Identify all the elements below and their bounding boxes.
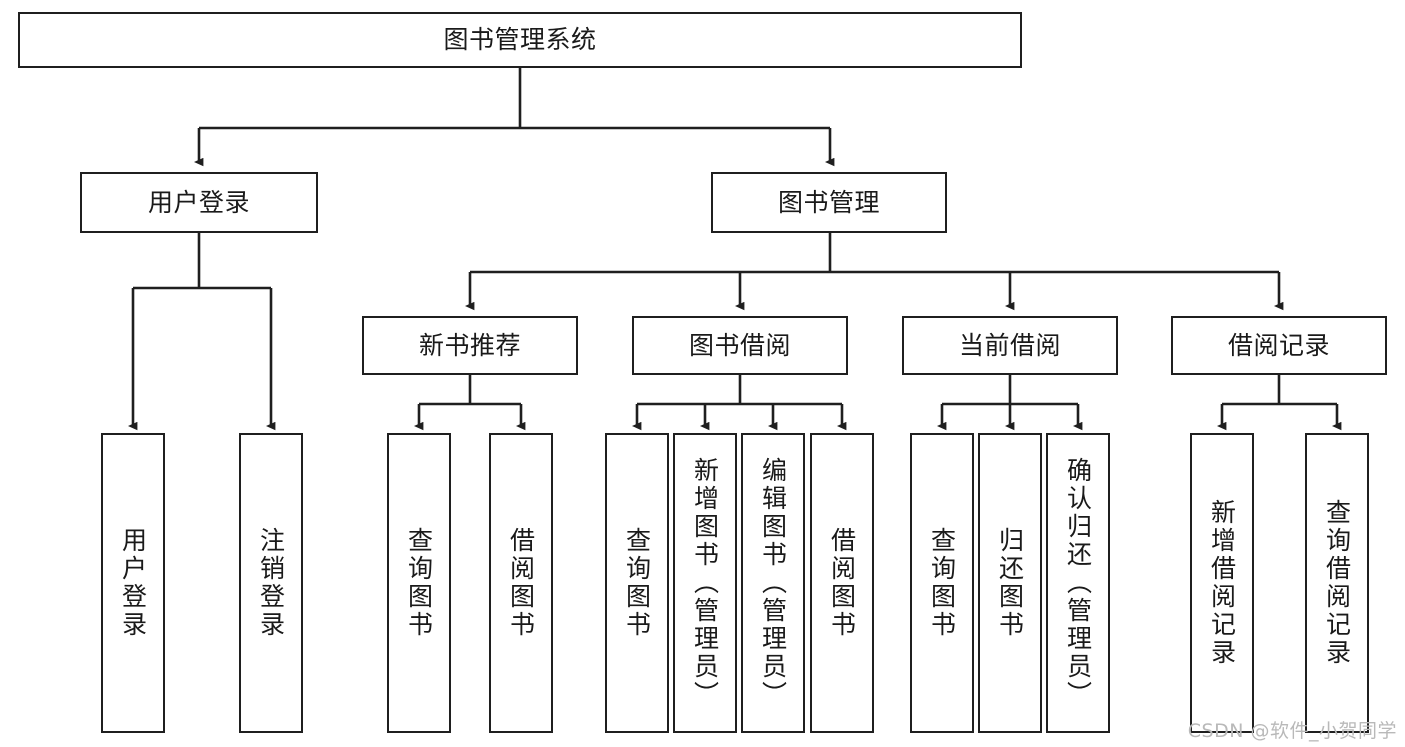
node-book-management[interactable]: 图书管理 bbox=[711, 172, 947, 233]
leaf-user-login-login[interactable]: 用户登录 bbox=[101, 433, 165, 733]
node-label: 当前借阅 bbox=[958, 330, 1061, 360]
node-label: 用户登录 bbox=[147, 187, 250, 217]
node-label: 确认归还（管理员） bbox=[1063, 457, 1093, 709]
node-label: 借阅记录 bbox=[1227, 330, 1330, 360]
node-label: 查询图书 bbox=[404, 527, 434, 639]
node-label: 新增图书（管理员） bbox=[690, 457, 720, 709]
node-label: 图书借阅 bbox=[688, 330, 791, 360]
leaf-current-borrow-query[interactable]: 查询图书 bbox=[910, 433, 974, 733]
node-label: 归还图书 bbox=[995, 527, 1025, 639]
leaf-book-borrow-add[interactable]: 新增图书（管理员） bbox=[673, 433, 737, 733]
leaf-user-login-logout[interactable]: 注销登录 bbox=[239, 433, 303, 733]
node-current-borrow[interactable]: 当前借阅 bbox=[902, 316, 1118, 375]
leaf-book-borrow-borrow[interactable]: 借阅图书 bbox=[810, 433, 874, 733]
leaf-current-borrow-confirm-return[interactable]: 确认归还（管理员） bbox=[1046, 433, 1110, 733]
node-user-login[interactable]: 用户登录 bbox=[80, 172, 318, 233]
node-label: 新增借阅记录 bbox=[1207, 499, 1237, 667]
leaf-new-book-query[interactable]: 查询图书 bbox=[387, 433, 451, 733]
leaf-borrow-record-query[interactable]: 查询借阅记录 bbox=[1305, 433, 1369, 733]
node-label: 借阅图书 bbox=[506, 527, 536, 639]
leaf-current-borrow-return[interactable]: 归还图书 bbox=[978, 433, 1042, 733]
node-label: 编辑图书（管理员） bbox=[758, 457, 788, 709]
node-label: 借阅图书 bbox=[827, 527, 857, 639]
node-label: 图书管理系统 bbox=[443, 25, 597, 55]
node-label: 新书推荐 bbox=[418, 330, 521, 360]
node-label: 查询图书 bbox=[622, 527, 652, 639]
node-label: 用户登录 bbox=[118, 527, 148, 639]
node-label: 图书管理 bbox=[777, 187, 880, 217]
node-new-book-recommend[interactable]: 新书推荐 bbox=[362, 316, 578, 375]
leaf-new-book-borrow[interactable]: 借阅图书 bbox=[489, 433, 553, 733]
leaf-borrow-record-add[interactable]: 新增借阅记录 bbox=[1190, 433, 1254, 733]
node-label: 查询借阅记录 bbox=[1322, 499, 1352, 667]
node-root-system[interactable]: 图书管理系统 bbox=[18, 12, 1022, 68]
leaf-book-borrow-query[interactable]: 查询图书 bbox=[605, 433, 669, 733]
node-book-borrow[interactable]: 图书借阅 bbox=[632, 316, 848, 375]
leaf-book-borrow-edit[interactable]: 编辑图书（管理员） bbox=[741, 433, 805, 733]
node-label: 注销登录 bbox=[256, 527, 286, 639]
node-label: 查询图书 bbox=[927, 527, 957, 639]
node-borrow-record[interactable]: 借阅记录 bbox=[1171, 316, 1387, 375]
